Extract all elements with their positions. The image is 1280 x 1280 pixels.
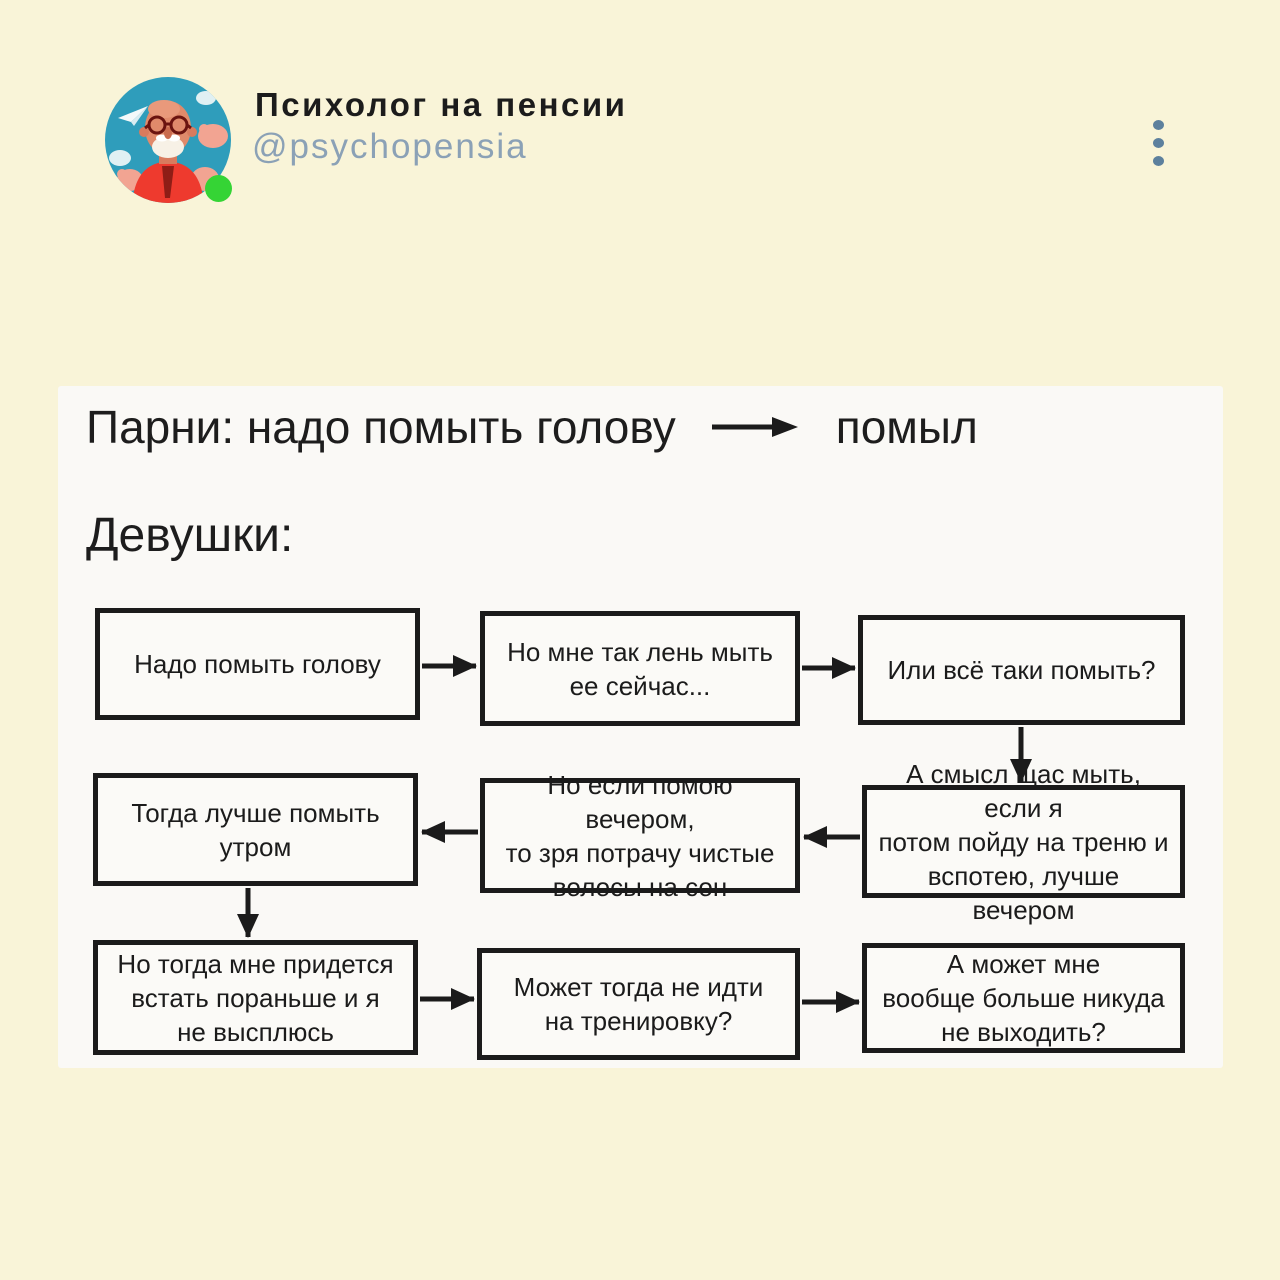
more-options-button[interactable]	[1141, 110, 1175, 176]
flow-box-6: А смысл щас мыть, если я потом пойду на …	[862, 759, 1185, 925]
flow-box-5: Но если помою вечером, то зря потрачу чи…	[480, 770, 800, 902]
flowchart: Надо помыть голову Но мне так лень мыть …	[58, 386, 1223, 1068]
right-arrow-icon	[711, 417, 798, 437]
channel-name: Психолог на пенсии	[255, 86, 628, 123]
flow-box-4: Тогда лучше помыть утром	[93, 773, 418, 886]
girls-heading: Девушки:	[86, 509, 294, 562]
flow-box-1: Надо помыть голову	[95, 608, 420, 720]
kebab-dot	[1152, 156, 1164, 166]
freud-avatar-illustration	[105, 77, 231, 203]
channel-handle: @psychopensia	[252, 127, 528, 166]
guys-label: Парни: надо помыть голову	[86, 401, 676, 453]
guys-result: помыл	[835, 401, 978, 453]
kebab-dot	[1152, 138, 1164, 148]
flow-box-7: Но тогда мне придется встать пораньше и …	[93, 940, 418, 1055]
flow-box-3: Или всё таки помыть?	[858, 615, 1185, 725]
guys-line: Парни: надо помыть голову помыл	[86, 398, 978, 456]
online-status-dot	[205, 175, 232, 202]
flow-box-9: А может мне вообще больше никуда не выхо…	[862, 943, 1185, 1053]
flow-box-8: Может тогда не идти на тренировку?	[477, 948, 800, 1060]
avatar[interactable]	[104, 76, 232, 204]
flow-box-2: Но мне так лень мыть ее сейчас...	[480, 611, 800, 726]
meme-card: Парни: надо помыть голову помыл Девушки:…	[58, 386, 1223, 1068]
kebab-dot	[1152, 120, 1164, 130]
